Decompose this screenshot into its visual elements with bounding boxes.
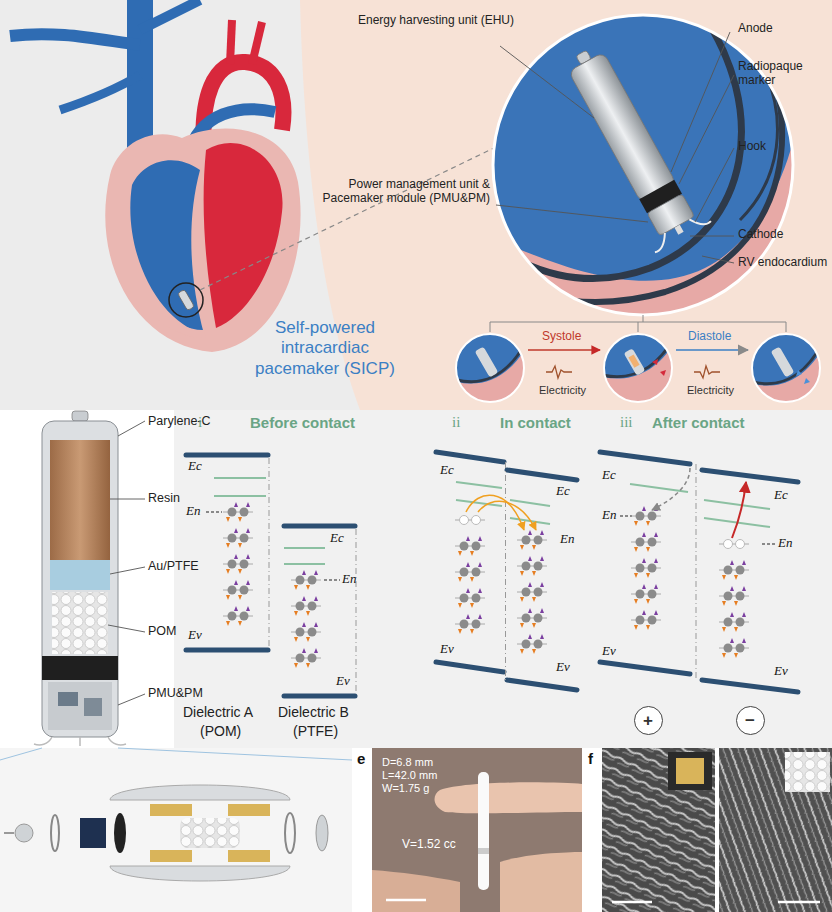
- panel-number: ii: [452, 414, 460, 431]
- material-label: Dielectric B: [278, 704, 349, 720]
- band-label: Ec: [556, 484, 570, 499]
- band-label: En: [342, 572, 356, 587]
- panel-heading: In contact: [500, 414, 571, 431]
- band-label: Ec: [330, 531, 344, 546]
- band-label: En: [602, 508, 616, 523]
- panel-letter: f: [588, 750, 593, 767]
- part-label: Energy harvesting unit (EHU): [356, 14, 516, 28]
- band-label: Ev: [556, 660, 570, 675]
- device-title: Self-powered intracardiac pacemaker (SIC…: [245, 318, 405, 379]
- material-label: (PTFE): [293, 723, 338, 739]
- part-label: Hook: [738, 140, 766, 154]
- part-label: Power management unit & Pacemaker module…: [320, 178, 490, 206]
- charge-circle: +: [634, 706, 663, 735]
- band-label: Ec: [440, 463, 454, 478]
- charge-circle: −: [736, 706, 765, 735]
- panel-heading: After contact: [652, 414, 745, 431]
- material-label: (POM): [200, 723, 241, 739]
- phase-label: Systole: [542, 330, 581, 344]
- dimension-label: W=1.75 g: [382, 782, 429, 795]
- dimension-label: V=1.52 cc: [402, 838, 456, 852]
- band-label: Ec: [602, 468, 616, 483]
- panel-number: iii: [620, 414, 633, 431]
- dimension-label: D=6.8 mm: [382, 756, 433, 769]
- band-label: Ev: [188, 628, 202, 643]
- band-label: Ev: [440, 642, 454, 657]
- band-label: Ec: [188, 459, 202, 474]
- signal-label: Electricity: [539, 384, 586, 397]
- band-label: En: [186, 504, 200, 519]
- dimension-label: L=42.0 mm: [382, 769, 437, 782]
- layer-label: POM: [148, 624, 176, 638]
- band-label: En: [560, 532, 574, 547]
- layer-label: PMU&PM: [148, 686, 203, 700]
- charge-sign: +: [643, 712, 653, 729]
- band-label: Ev: [336, 674, 350, 689]
- layer-label: Resin: [148, 491, 180, 505]
- part-label: Anode: [738, 22, 773, 36]
- charge-sign: −: [745, 712, 755, 729]
- part-label: Cathode: [738, 228, 783, 242]
- material-label: Dielectric A: [183, 704, 253, 720]
- band-label: En: [778, 536, 792, 551]
- panel-heading: Before contact: [250, 414, 355, 431]
- band-label: Ev: [602, 644, 616, 659]
- layer-label: Au/PTFE: [148, 559, 199, 573]
- phase-label: Diastole: [688, 330, 731, 344]
- signal-label: Electricity: [687, 384, 734, 397]
- part-label: Radiopaque marker: [738, 60, 818, 88]
- panel-number: i: [198, 414, 202, 431]
- band-label: Ev: [774, 664, 788, 679]
- part-label: RV endocardium: [738, 256, 828, 270]
- band-label: Ec: [774, 488, 788, 503]
- panel-letter: e: [357, 750, 365, 767]
